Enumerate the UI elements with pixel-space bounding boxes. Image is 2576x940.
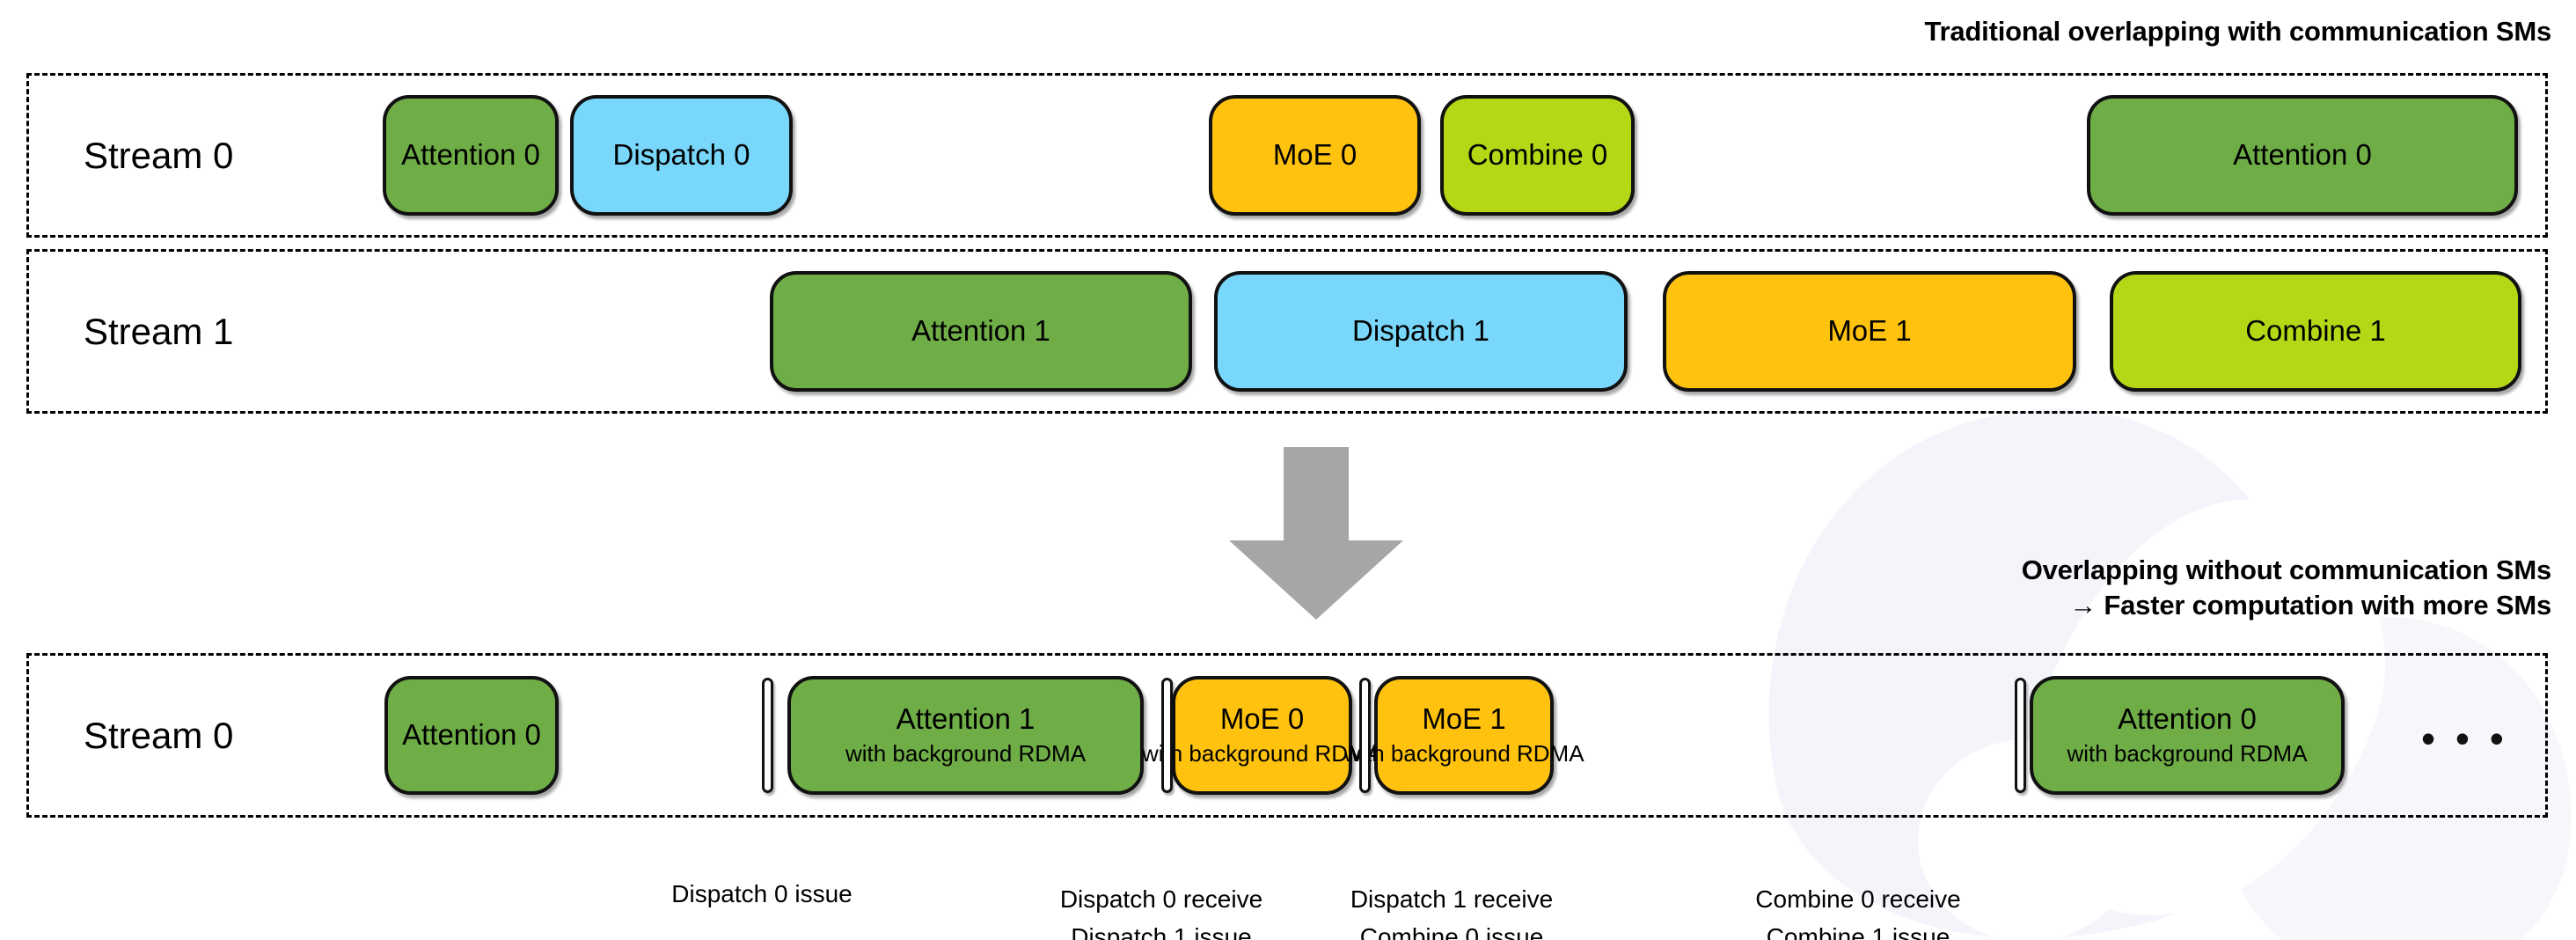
background-watermark-blob [1710, 363, 2354, 940]
task-block-title: Attention 0 [401, 138, 540, 172]
lane-label-stream1: Stream 1 [84, 310, 234, 352]
task-block-stream1-1[interactable]: Dispatch 1 [1214, 271, 1628, 392]
task-block-title: Attention 1 [911, 314, 1050, 348]
task-block-stream0-top-3[interactable]: Combine 0 [1440, 95, 1635, 216]
task-block-stream0-top-1[interactable]: Dispatch 0 [570, 95, 793, 216]
lane-label-stream0-bottom: Stream 0 [84, 714, 234, 756]
bottom-section-heading: Overlapping without communication SMs → … [2021, 553, 2552, 622]
task-block-stream0-bottom-4[interactable]: Attention 0 with background RDMA [2030, 676, 2345, 795]
task-block-title: MoE 0 [1219, 702, 1305, 736]
task-block-subtitle: with background RDMA [845, 740, 1087, 767]
lane-stream1-traditional: Stream 1 [26, 249, 2548, 414]
lane-stream0-optimized: Stream 0 [26, 653, 2548, 818]
task-block-stream0-bottom-2[interactable]: MoE 0 with background RDMA [1142, 676, 1382, 795]
task-block-title: Combine 0 [1467, 138, 1608, 172]
down-arrow-icon [1229, 447, 1403, 620]
event-caption-line-1: Combine 0 receive [1755, 885, 1961, 913]
task-block-title: MoE 0 [1272, 138, 1358, 172]
task-block-title: MoE 1 [1827, 314, 1912, 348]
lane-stream0-traditional: Stream 0 [26, 73, 2548, 238]
task-block-title: Attention 1 [896, 702, 1036, 736]
task-block-stream1-3[interactable]: Combine 1 [2110, 271, 2521, 392]
event-caption-0: Dispatch 0 issue [671, 875, 852, 913]
task-block-title: Dispatch 0 [612, 138, 750, 172]
phase-separator-bar-3 [2015, 678, 2026, 793]
task-block-stream0-top-2[interactable]: MoE 0 [1209, 95, 1421, 216]
event-caption-line-2: Combine 0 issue [1359, 923, 1544, 940]
task-block-title: Dispatch 1 [1352, 314, 1489, 348]
top-section-heading: Traditional overlapping with communicati… [1924, 16, 2552, 47]
event-caption-line-2: Combine 1 issue [1766, 923, 1950, 940]
bottom-heading-line-2: → Faster computation with more SMs [2069, 589, 2551, 621]
task-block-stream0-top-0[interactable]: Attention 0 [383, 95, 559, 216]
task-block-title: Attention 0 [2118, 702, 2257, 736]
task-block-title: Attention 0 [402, 718, 541, 752]
task-block-stream0-bottom-3[interactable]: MoE 1 with background RDMA [1343, 676, 1584, 795]
task-block-subtitle: with background RDMA [1343, 740, 1584, 767]
phase-separator-bar-2 [1359, 678, 1371, 793]
event-caption-line-1: Dispatch 0 issue [671, 880, 853, 907]
continuation-ellipsis: • • • [2421, 716, 2508, 761]
lane-label-stream0-top: Stream 0 [84, 134, 234, 176]
event-caption-line-2: Dispatch 1 issue [1071, 923, 1252, 940]
task-block-stream0-bottom-0[interactable]: Attention 0 [384, 676, 559, 795]
event-caption-line-1: Dispatch 1 receive [1350, 885, 1554, 913]
task-block-subtitle: with background RDMA [2067, 740, 2308, 767]
phase-separator-bar-0 [762, 678, 773, 793]
task-block-stream0-top-4[interactable]: Attention 0 [2087, 95, 2518, 216]
task-block-title: MoE 1 [1422, 702, 1506, 736]
task-block-stream0-bottom-1[interactable]: Attention 1 with background RDMA [787, 676, 1144, 795]
task-block-title: Attention 0 [2233, 138, 2372, 172]
task-block-subtitle: with background RDMA [1141, 740, 1383, 767]
task-block-title: Combine 1 [2245, 314, 2386, 348]
bottom-heading-line-1: Overlapping without communication SMs [2021, 554, 2552, 585]
task-block-stream1-0[interactable]: Attention 1 [770, 271, 1192, 392]
event-caption-line-1: Dispatch 0 receive [1059, 885, 1263, 913]
task-block-stream1-2[interactable]: MoE 1 [1663, 271, 2076, 392]
phase-separator-bar-1 [1161, 678, 1173, 793]
